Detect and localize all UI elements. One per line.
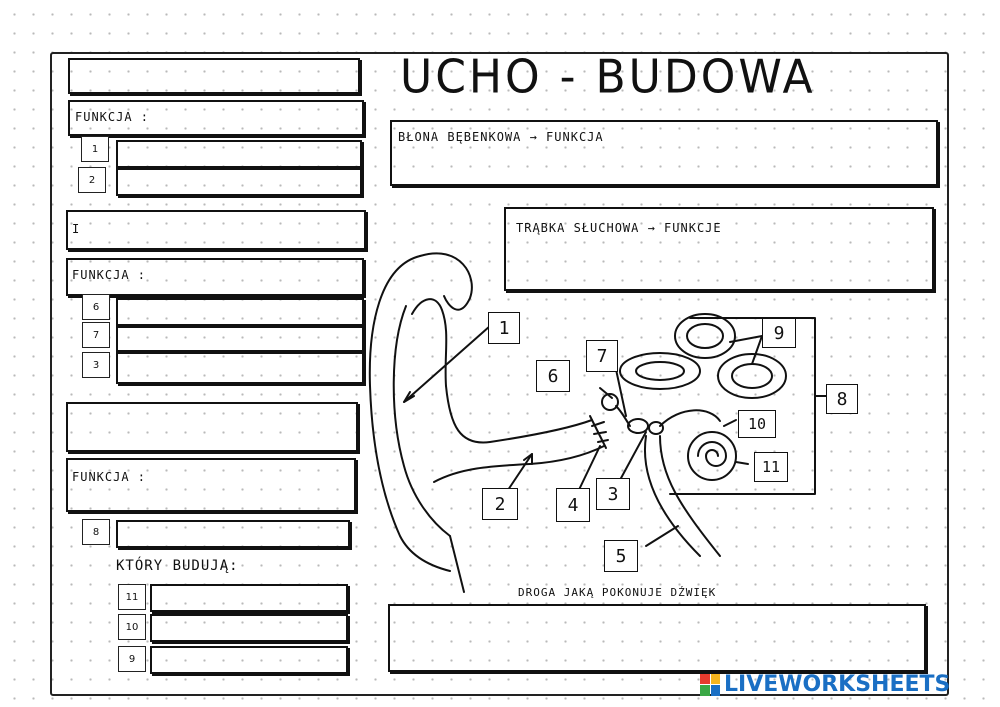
cochlea (687, 431, 737, 481)
which-build-label: KTÓRY BUDUJĄ: (116, 558, 239, 574)
answer-field-7[interactable] (116, 324, 364, 352)
diagram-tag-1: 1 (488, 312, 520, 344)
diagram-tag-11: 11 (754, 452, 788, 482)
number-label: 8 (82, 519, 110, 545)
answer-field-11[interactable] (150, 584, 348, 612)
answer-field-9[interactable] (150, 646, 348, 674)
answer-box-roman[interactable]: I (66, 210, 366, 250)
answer-field-2[interactable] (116, 168, 362, 196)
diagram-tag-2: 2 (482, 488, 518, 520)
eardrum (589, 415, 609, 449)
number-label: 7 (82, 322, 110, 348)
semicircular-canal-3 (619, 352, 701, 390)
eardrum-function-box[interactable]: BŁONA BĘBENKOWA → FUNKCJA (390, 120, 938, 186)
stapes (648, 421, 664, 435)
ear-diagram (368, 252, 830, 593)
diagram-tag-8: 8 (826, 384, 858, 414)
answer-field-10[interactable] (150, 614, 348, 642)
diagram-tag-3: 3 (596, 478, 630, 510)
incus (627, 418, 649, 434)
diagram-tag-10: 10 (738, 410, 776, 438)
malleus (601, 393, 619, 411)
diagram-tag-5: 5 (604, 540, 638, 572)
function-label: FUNKCJA : (72, 268, 147, 282)
roman-label: I (72, 222, 81, 236)
answer-field-3[interactable] (116, 352, 364, 384)
answer-field-1[interactable] (116, 140, 362, 168)
diagram-tag-7: 7 (586, 340, 618, 372)
number-label: 2 (78, 167, 106, 193)
number-label: 3 (82, 352, 110, 378)
answer-field-8[interactable] (116, 520, 350, 548)
function-box-1[interactable]: FUNKCJA : (68, 100, 364, 136)
sound-path-label: DROGA JAKĄ POKONUJE DŹWIĘK (518, 586, 717, 599)
ear-canal (445, 385, 593, 444)
page-title: UCHO - BUDOWA (400, 50, 816, 105)
tube-function-box[interactable]: TRĄBKA SŁUCHOWA → FUNKCJE (504, 207, 934, 291)
number-label: 11 (118, 584, 146, 610)
sound-path-box[interactable] (388, 604, 926, 672)
answer-box-middle[interactable] (66, 402, 358, 452)
liveworksheets-logo: LIVEWORKSHEETS (700, 672, 950, 697)
brand-text: LIVEWORKSHEETS (724, 672, 951, 697)
auricle-outline (368, 255, 451, 572)
number-label: 10 (118, 614, 146, 640)
semicircular-canal-1 (674, 313, 736, 359)
number-label: 1 (81, 136, 109, 162)
function-label: FUNKCJA : (72, 470, 147, 484)
function-box-2[interactable]: FUNKCJA : (66, 258, 364, 296)
answer-box-top[interactable] (68, 58, 360, 94)
tube-label: TRĄBKA SŁUCHOWA → FUNKCJE (516, 221, 722, 235)
function-box-3[interactable]: FUNKCJA : (66, 458, 356, 512)
diagram-tag-4: 4 (556, 488, 590, 522)
number-label: 9 (118, 646, 146, 672)
logo-mark-icon (700, 673, 720, 696)
eardrum-label: BŁONA BĘBENKOWA → FUNKCJA (398, 130, 604, 144)
function-label: FUNKCJA : (75, 110, 150, 124)
diagram-tag-9: 9 (762, 318, 796, 348)
eustachian-tube (644, 435, 721, 557)
number-label: 6 (82, 294, 110, 320)
semicircular-canal-2 (717, 353, 787, 399)
page-frame (50, 52, 949, 696)
diagram-tag-6: 6 (536, 360, 570, 392)
answer-field-6[interactable] (116, 298, 364, 326)
